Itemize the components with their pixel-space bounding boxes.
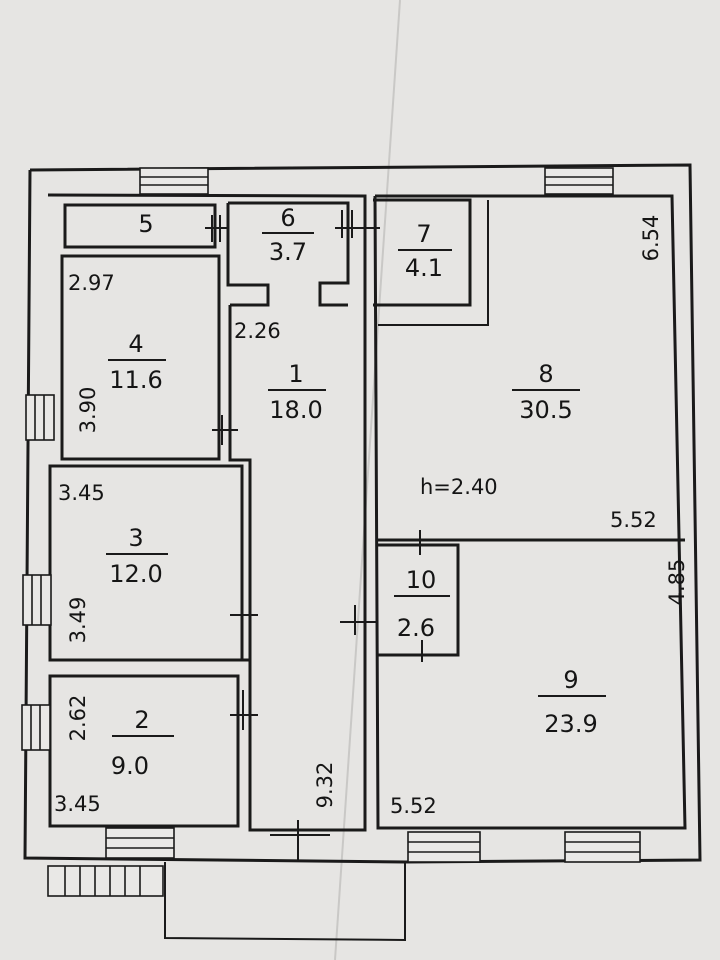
dim-room4-width: 2.97 (68, 271, 115, 295)
room-2-number: 2 (134, 706, 149, 734)
window (25, 394, 55, 441)
dim-room8-length: 6.54 (639, 215, 663, 262)
room-3-number: 3 (128, 524, 143, 552)
dim-room8-width: 5.52 (610, 508, 657, 532)
room-5-outline (63, 203, 217, 249)
dim-room2-width: 3.45 (54, 792, 101, 816)
window (21, 704, 51, 751)
room-3-outline (48, 464, 244, 662)
dim-room9-length: 4.85 (665, 559, 689, 606)
room-7-wall (378, 200, 489, 326)
room-8-number: 8 (538, 360, 553, 388)
room-10-area: 2.6 (397, 614, 435, 642)
room-6-outline (228, 201, 350, 307)
dim-room1-length: 9.32 (313, 762, 337, 809)
room-1-number: 1 (288, 360, 303, 388)
room-1-left (228, 305, 252, 830)
dim-room3-width: 3.45 (58, 481, 105, 505)
room-9-area: 23.9 (544, 710, 597, 738)
window (105, 827, 175, 859)
room-8-area: 30.5 (519, 396, 572, 424)
window (544, 167, 614, 195)
room-2-outline (48, 674, 240, 828)
dimension-labels: 2.97 3.90 2.26 9.32 3.45 3.49 2.62 3.45 … (54, 215, 689, 818)
room-10-number: 10 (406, 566, 437, 594)
dim-room1-width: 2.26 (234, 319, 281, 343)
window (139, 167, 209, 195)
room-6-area: 3.7 (269, 238, 307, 266)
dim-room3-length: 3.49 (66, 597, 90, 644)
room-9-number: 9 (563, 666, 578, 694)
room-4-area: 11.6 (109, 366, 162, 394)
room-4-outline (60, 254, 221, 461)
entrance-steps (47, 865, 164, 897)
room-6-number: 6 (280, 204, 295, 232)
dim-room4-length: 3.90 (76, 387, 100, 434)
room-1-area: 18.0 (269, 396, 322, 424)
window (407, 831, 481, 863)
windows (21, 167, 641, 863)
dim-room2-length: 2.62 (66, 695, 90, 742)
room-7-outline (373, 198, 472, 307)
paper-fold (334, 0, 401, 960)
room-5-number: 5 (138, 210, 153, 238)
room-labels: 5 6 3.7 7 4.1 4 11.6 1 18.0 8 30.5 3 12.… (106, 204, 606, 780)
room-7-area: 4.1 (405, 254, 443, 282)
window (564, 831, 641, 863)
room-3-area: 12.0 (109, 560, 162, 588)
room-4-number: 4 (128, 330, 143, 358)
window (22, 574, 52, 626)
room-10-outline (378, 543, 460, 657)
room-2-area: 9.0 (111, 752, 149, 780)
door-marks (205, 210, 423, 862)
dim-room9-width: 5.52 (390, 794, 437, 818)
ceiling-height-label: h=2.40 (420, 475, 498, 499)
room-6-left (226, 203, 270, 307)
room-7-number: 7 (416, 220, 431, 248)
